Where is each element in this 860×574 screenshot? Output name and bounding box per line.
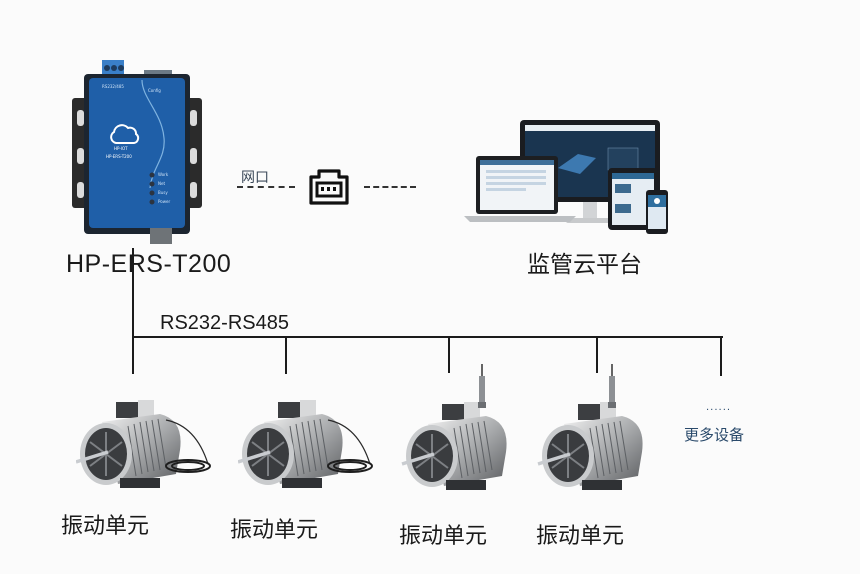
- bus-label: RS232-RS485: [160, 312, 289, 334]
- motor-with-sensor-icon: [400, 364, 509, 492]
- more-devices-dots: ......: [706, 402, 732, 413]
- devices-screens-icon: [458, 118, 670, 236]
- gateway-port-label-1: RS232/485: [102, 84, 124, 89]
- vibration-unit: [536, 362, 656, 492]
- gateway-device: RS232/485 Config HP-IOT HP-ERS-T200 Work…: [72, 58, 202, 248]
- bus-drop-3: [596, 336, 598, 373]
- vibration-unit-label: 振动单元: [536, 524, 625, 549]
- motor-with-cable-icon: [76, 398, 211, 490]
- gateway-brand: HP-IOT: [114, 146, 128, 151]
- vibration-unit-label: 振动单元: [399, 524, 488, 549]
- gateway-led-label-4: Power: [158, 199, 171, 204]
- bus-horizontal-line: [132, 336, 723, 338]
- network-link-label: 网口: [241, 170, 269, 186]
- vibration-unit: [76, 392, 216, 492]
- gateway-port-label-2: Config: [148, 88, 161, 93]
- gateway-device-icon: [72, 60, 202, 244]
- motor-with-sensor-icon: [536, 364, 645, 492]
- network-link-right-dash: [364, 186, 416, 188]
- gateway-led-label-3: Busy: [158, 190, 168, 195]
- gateway-model-label: HP-ERS-T200: [66, 250, 232, 278]
- motor-with-cable-icon: [238, 398, 373, 490]
- bus-drop-1: [285, 336, 287, 374]
- ethernet-port-icon: [307, 163, 351, 207]
- vibration-unit: [238, 392, 378, 492]
- bus-trunk-line: [132, 248, 134, 374]
- cloud-platform-label: 监管云平台: [527, 252, 642, 278]
- vibration-unit: [400, 362, 520, 492]
- gateway-model-print: HP-ERS-T200: [106, 154, 132, 159]
- vibration-unit-label: 振动单元: [61, 514, 150, 539]
- bus-drop-more: [720, 336, 722, 376]
- gateway-led-label-1: Work: [158, 172, 169, 177]
- network-link-left-dash: [237, 186, 295, 188]
- bus-drop-2: [448, 336, 450, 373]
- more-devices-label: 更多设备: [684, 426, 745, 444]
- vibration-unit-label: 振动单元: [230, 518, 319, 543]
- gateway-led-label-2: Net: [158, 181, 166, 186]
